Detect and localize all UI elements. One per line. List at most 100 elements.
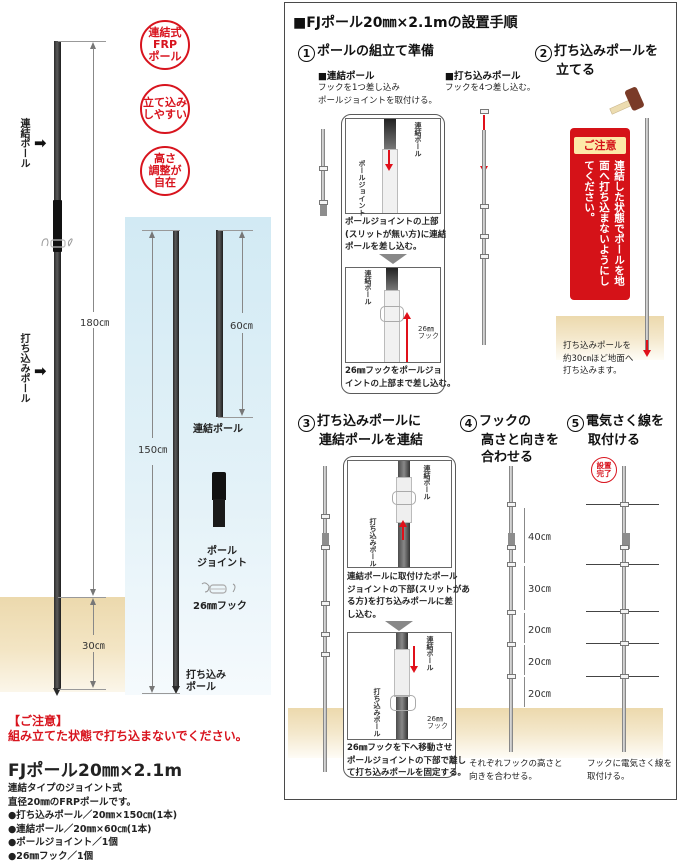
- connecting-pole-tag: 連結ポール: [364, 270, 372, 305]
- connecting-pole-segment: [54, 41, 61, 201]
- hook-label: 26㎜フック: [193, 601, 247, 612]
- dim-tick: [218, 417, 253, 418]
- dim-line-30: [93, 605, 94, 635]
- driving-pole-callout: 打ち込みポール: [18, 333, 29, 403]
- next-step-arrow: [379, 254, 407, 264]
- hook-mark: [480, 234, 489, 239]
- step-3-detail-1: [347, 460, 452, 568]
- joint-tag: ポールジョイント: [358, 160, 366, 216]
- connecting-pole-end: [384, 119, 396, 149]
- hook-mark: [620, 562, 629, 567]
- connecting-pole-tag: 連結ポール: [426, 636, 434, 671]
- joint-slit-end: [213, 499, 225, 527]
- driving-pole-tag: 打ち込みポール: [369, 518, 377, 567]
- hook-mark: [321, 514, 330, 519]
- hammer-icon: [609, 87, 644, 115]
- step-3-callout-text-2: 26㎜フックを下へ移動させ ポールジョイントの下部で離し て打ち込みポールを固定…: [347, 743, 467, 778]
- dim-tick: [58, 689, 106, 690]
- dim-tick: [142, 693, 180, 694]
- connecting-pole-label: 連結ポール: [193, 424, 243, 435]
- step-2-instructions: 打ち込みポールを 約30㎝ほど地面へ 打ち込みます。: [563, 341, 634, 376]
- arrow-up-icon: [90, 42, 96, 49]
- dim-tick: [218, 230, 253, 231]
- pole-joint: [53, 200, 62, 252]
- product-description: 連結タイプのジョイント式 直径20㎜のFRPポールです。 ●打ち込みポール／20…: [8, 783, 178, 862]
- hook-tag: 26㎜ フック: [418, 325, 439, 341]
- hook-tag: 26㎜ フック: [427, 715, 448, 731]
- feature-badge-adjustable: 高さ 調整が 自在: [140, 146, 190, 196]
- step-5-instructions: フックに電気さく線を 取付ける。: [587, 759, 673, 782]
- dim-line: [524, 645, 525, 675]
- step-1-detail-2: [345, 267, 441, 363]
- driving-pole-heading: ■打ち込みポール: [445, 71, 521, 82]
- joint-top: [212, 472, 226, 500]
- insert-arrow: [402, 526, 404, 540]
- step-3-callout-text-1: 連結ポールに取付けたポール ジョイントの下部(スリットがあ る方)を打ち込みポー…: [347, 572, 470, 620]
- driving-pole-part: [173, 230, 179, 686]
- dim-line-180: [93, 48, 94, 312]
- dim-line: [524, 677, 525, 707]
- arrow-up-icon: [239, 231, 245, 238]
- joint-mark: [508, 533, 515, 549]
- step-1-callout-text-2: 26㎜フックをポールジョ イントの上部まで差し込む。: [345, 366, 456, 389]
- installation-title: ■FJポール20㎜×2.1mの設置手順: [293, 15, 518, 31]
- hook-mark: [507, 562, 516, 567]
- arrow-down-icon: [385, 164, 393, 171]
- connecting-pole-callout: 連結ポール: [18, 118, 29, 168]
- dim-line-30: [93, 652, 94, 682]
- hook-mark: [620, 674, 629, 679]
- hook-mark: [321, 632, 330, 637]
- slide-up-arrow: [406, 318, 408, 362]
- hook-mark: [321, 652, 330, 657]
- joint-mark: [322, 533, 329, 549]
- hook-mark: [319, 166, 328, 171]
- hook-outline: [380, 306, 404, 322]
- arrow-up-icon: [90, 598, 96, 605]
- caution-text: 連結した状態でポールを地面へ打ち込まないようにしてください。: [583, 160, 625, 286]
- connecting-pole-part: [216, 230, 223, 417]
- hook-mark: [480, 109, 489, 114]
- hook-icon: [201, 582, 236, 594]
- step-1-detail-1: [345, 118, 441, 214]
- hook-mark: [620, 609, 629, 614]
- height-180-label: 180㎝: [80, 318, 110, 329]
- notice-heading: 【ご注意】: [8, 714, 69, 728]
- arrow-down-icon: [90, 681, 96, 688]
- caution-tag: ご注意: [574, 137, 626, 154]
- dim-tick: [58, 41, 106, 42]
- hook-mark: [507, 674, 516, 679]
- arrow-up-icon: [403, 312, 411, 319]
- product-title: FJポール20㎜×2.1m: [8, 761, 183, 781]
- joint-outline: [384, 290, 400, 362]
- pole-joint-label: ポール ジョイント: [197, 546, 247, 569]
- hook-mark: [480, 254, 489, 259]
- step-3-detail-2: [347, 632, 452, 740]
- hook-mark: [620, 502, 629, 507]
- dim-line-150: [152, 238, 153, 438]
- arrow-down-icon: [239, 409, 245, 416]
- dim-line: [524, 613, 525, 643]
- step-number: 3: [298, 415, 315, 432]
- pole-tip: [53, 688, 61, 696]
- hook-mark: [319, 200, 328, 205]
- driving-pole-instructions: フックを4つ差し込む。: [445, 83, 536, 93]
- step-number: 2: [535, 45, 552, 62]
- depth-30-label: 30㎝: [82, 641, 105, 652]
- step-1-callout-text-1: ポールジョイントの上部 (スリットが無い方)に連結 ポールを差し込む。: [345, 217, 447, 252]
- joint-outline: [382, 149, 398, 213]
- hook-outline: [390, 695, 416, 711]
- caution-box: ご注意 連結した状態でポールを地面へ打ち込まないようにしてください。: [570, 128, 630, 300]
- hook-mark: [507, 545, 516, 550]
- pole-buried: [323, 708, 327, 772]
- arrow-right-icon: ➡: [34, 362, 47, 380]
- step-number: 4: [460, 415, 477, 432]
- spacing-20a: 20㎝: [528, 625, 551, 636]
- connecting-pole-tag: 連結ポール: [423, 465, 431, 500]
- feature-badge-frp: 連結式 FRP ポール: [140, 20, 190, 70]
- hook-mark: [321, 545, 330, 550]
- ground-area: [0, 597, 125, 692]
- dim-line-60: [242, 333, 243, 410]
